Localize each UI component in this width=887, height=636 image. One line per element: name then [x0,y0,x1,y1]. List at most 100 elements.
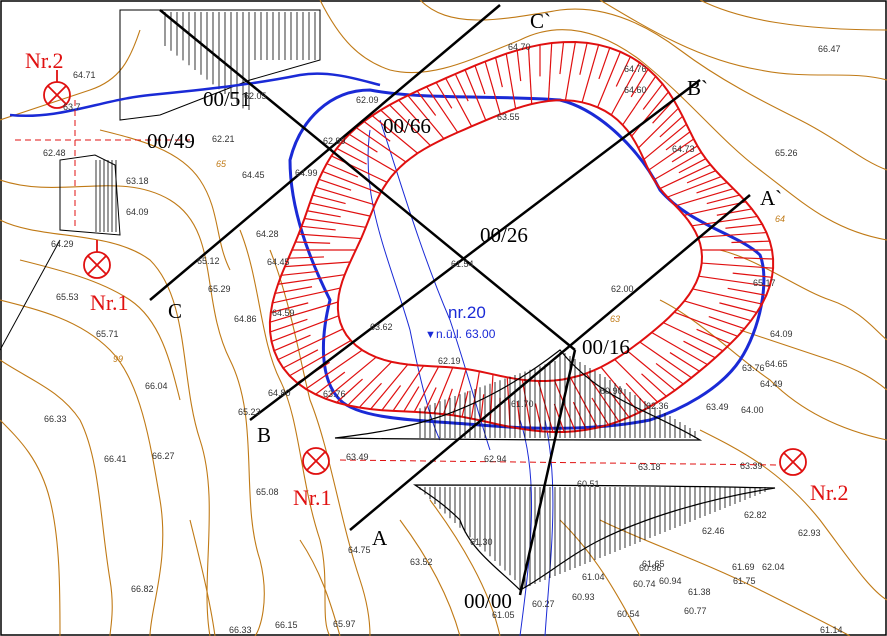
spot-elevation: 60.51 [577,479,600,489]
embankment-hatch-line [281,270,318,276]
contour-line [0,219,211,636]
embankment-hatch-line [643,123,687,160]
spot-elevation: 65.26 [775,148,798,158]
water-level-icon: ▼ [425,329,436,341]
embankment-hatch-line [307,210,341,218]
spot-elevation: 63.49 [706,402,729,412]
spot-elevation: 61.75 [733,576,756,586]
stream-line-1 [367,129,441,441]
embankment-hatch-line [597,51,621,108]
embankment-hatch-line [678,158,707,174]
embankment-hatch-line [435,82,453,109]
spot-elevation: 60.74 [633,579,656,589]
embankment-hatch-line [423,387,437,413]
spot-elevation: 64.09 [126,207,149,217]
embankment-hatch-line [380,109,405,133]
embankment-hatch-line [598,47,611,80]
embankment-hatch-line [295,241,331,244]
spot-elevation: 62.00 [611,284,634,294]
pond-waterline [288,88,766,430]
embankment-hatch-line [301,225,336,231]
embankment-hatch-line [342,140,396,173]
contour-line [739,329,887,391]
embankment-hatch-line [684,300,752,322]
embankment-hatch-line [615,56,631,87]
embankment-hatch-line [464,69,487,121]
contour-line [699,429,887,601]
spot-elevation: 64.76 [624,64,647,74]
embankment-hatch-line [638,107,679,149]
embankment-hatch-line [433,367,454,414]
spot-elevation: 64.99 [295,168,318,178]
leader-line [0,239,61,351]
section-label-A-prime: A` [760,186,782,210]
embankment-hatch-line [273,334,311,352]
spot-elevation: 64.59 [272,308,295,318]
spot-elevation: 61.38 [688,587,711,597]
embankment-hatch-line [326,163,359,178]
marker-icon-nr2-bottom [779,448,807,476]
embankment-hatch-line [305,349,363,390]
embankment-hatch-line [609,391,630,418]
embankment-hatch-line [708,315,745,330]
spot-elevation: 64.29 [51,239,74,249]
spot-elevation: 61.70 [511,399,534,409]
embankment-hatch-line [706,194,740,205]
section-label-B: B [257,423,271,447]
station-00-51: 00/51 [203,87,251,111]
embankment-hatch-line [370,364,409,410]
embankment-hatch-line [312,194,346,205]
embankment-hatch-line [665,131,691,151]
spot-elevation: 64.00 [741,405,764,415]
inlet-channel [9,72,381,117]
spot-elevation: 66.33 [229,625,252,635]
contour-line [719,249,887,341]
inlet-structure [0,9,381,351]
section-label-C-prime: C` [530,9,551,33]
marker-icon-nr1-bottom [302,447,330,475]
spot-elevation: 64.28 [256,229,279,239]
contour-line [699,0,887,31]
section-label-C: C [168,299,182,323]
embankment-hatch-line [270,302,309,314]
embankment-hatch-line [505,53,517,109]
embankment-hatch-line [547,42,553,102]
embankment-hatch-line [659,115,683,138]
spot-elevation: 66.04 [145,381,168,391]
embankment-hatch-line [494,57,503,88]
contour-label-99: 99 [113,354,123,364]
embankment-hatch-line [659,164,711,190]
embankment-hatch-line [622,75,657,126]
contour-line [559,519,641,636]
embankment-hatch-line [445,77,473,127]
embankment-hatch-line [284,261,351,268]
embankment-hatch-line [733,257,774,260]
spot-elevation: 65.12 [197,256,220,266]
contour-line [239,229,331,636]
main-axis-upper [159,9,576,351]
embankment-hatch-line [651,331,708,366]
survey-markers [43,70,807,476]
axis-C [149,4,501,301]
spot-elevation: 63.76 [742,363,765,373]
embankment-hatch-line [288,256,324,259]
embankment-hatch-line [692,288,763,305]
marker-label-nr2-bottom: Nr.2 [810,480,849,505]
station-00-49: 00/49 [147,129,195,153]
axis-B [249,79,701,421]
embankment-hatch-line [489,374,494,423]
embankment-hatch-line [304,217,366,228]
spot-elevation: 64.65 [765,359,788,369]
embankment-hatch-line [697,231,767,239]
spot-elevation: 61.65 [642,559,665,569]
embankment-hatch-line [655,362,684,385]
contour-line [299,539,341,636]
embankment-hatch-line [269,301,339,323]
spot-elevation: 62.99 [323,136,346,146]
embankment-hatch-line [298,233,362,240]
embankment-hatch-line [698,275,770,287]
axis-A [349,194,751,531]
